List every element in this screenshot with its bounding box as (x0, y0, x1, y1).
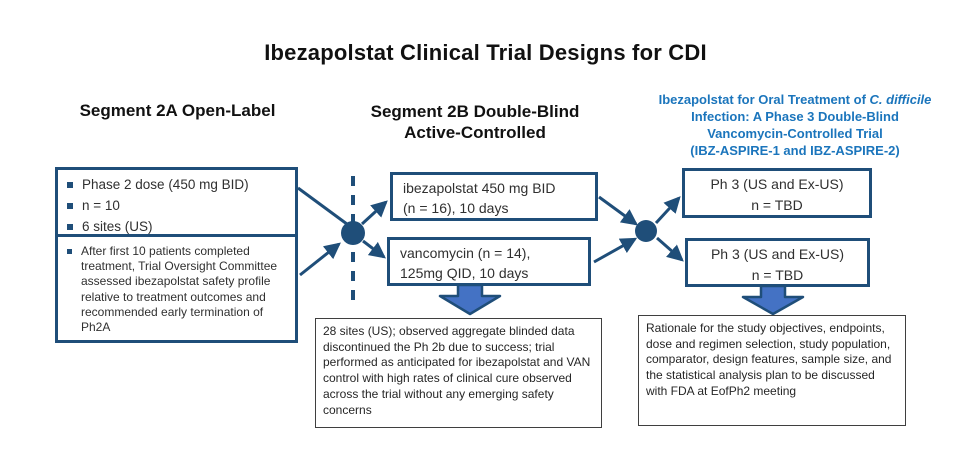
segment-2b-heading-line2: Active-Controlled (404, 123, 546, 143)
phase-3-heading-line1-prefix: Ibezapolstat for Oral Treatment of (658, 92, 870, 107)
phase-3-trial-1-box: Ph 3 (US and Ex-US) n = TBD (682, 168, 872, 218)
bullet-text: After first 10 patients completed treatm… (81, 244, 278, 335)
segment-2a-oversight-box: After first 10 patients completed treatm… (55, 234, 298, 343)
randomization-node-left (341, 221, 365, 245)
bullet-text: Phase 2 dose (450 mg BID) (82, 177, 249, 192)
segment-2b-outcome-note-box: 28 sites (US); observed aggregate blinde… (315, 318, 602, 428)
flow-arrow (654, 196, 681, 225)
bullet-square-icon (67, 202, 73, 209)
block-down-arrow-2b (438, 283, 502, 316)
list-item: Phase 2 dose (450 mg BID) (67, 175, 291, 196)
bullet-text: n = 10 (82, 197, 120, 213)
arm-text-line2: 125mg QID, 10 days (400, 265, 529, 282)
bullet-text: 6 sites (US) (82, 218, 153, 234)
convergence-node-right (635, 220, 657, 242)
flow-arrow (362, 239, 386, 259)
segment-2b-heading-line1: Segment 2B Double-Blind (370, 102, 580, 121)
phase-3-heading-line1-italic: C. difficile (869, 92, 932, 107)
segment-2a-heading: Segment 2A Open-Label (79, 101, 276, 120)
flow-arrow (656, 236, 684, 262)
list-item: n = 10 (67, 196, 291, 217)
block-down-arrow-ph3 (741, 284, 805, 316)
list-item: 6 sites (US) (67, 217, 291, 238)
page-title: Ibezapolstat Clinical Trial Designs for … (264, 40, 707, 65)
phase-3-rationale-note-box: Rationale for the study objectives, endp… (638, 315, 906, 426)
segment-2a-design-box: Phase 2 dose (450 mg BID) n = 10 6 sites… (55, 167, 298, 237)
segment-2a-design-bullets: Phase 2 dose (450 mg BID) n = 10 6 sites… (67, 175, 291, 238)
trial-text-line1: Ph 3 (US and Ex-US) (710, 176, 844, 192)
arm-text-line1: ibezapolstat 450 mg BID (403, 180, 556, 196)
flow-arrow (360, 200, 388, 226)
phase-3-heading-line3: Vancomycin-Controlled Trial (707, 125, 883, 141)
vancomycin-arm-box: vancomycin (n = 14), 125mg QID, 10 days (387, 237, 591, 286)
segment-2b-heading: Segment 2B Double-Blind Active-Controlle… (330, 101, 620, 144)
list-item: After first 10 patients completed treatm… (67, 244, 291, 335)
flow-arrow (299, 242, 341, 277)
trial-text-line2: n = TBD (751, 267, 804, 283)
phase-3-heading-line1: Ibezapolstat for Oral Treatment of C. di… (620, 92, 970, 109)
trial-text-line2: n = TBD (751, 197, 803, 213)
arm-text-line1: vancomycin (n = 14), (400, 245, 531, 261)
bullet-square-icon (67, 223, 73, 230)
arm-text-line2: (n = 16), 10 days (403, 200, 509, 217)
trial-text-line1: Ph 3 (US and Ex-US) (710, 246, 845, 262)
phase-3-heading-line4: (IBZ-ASPIRE-1 and IBZ-ASPIRE-2) (690, 142, 900, 158)
flow-arrow (297, 186, 352, 229)
phase-3-trial-2-box: Ph 3 (US and Ex-US) n = TBD (685, 238, 870, 287)
bullet-square-icon (67, 249, 72, 254)
phase-3-heading: Ibezapolstat for Oral Treatment of C. di… (620, 92, 970, 160)
phase-3-heading-line2: Infection: A Phase 3 Double-Blind (691, 108, 899, 124)
ibezapolstat-arm-box: ibezapolstat 450 mg BID (n = 16), 10 day… (390, 172, 598, 221)
flow-arrow (593, 237, 638, 264)
flow-arrow (598, 195, 638, 226)
bullet-square-icon (67, 182, 73, 188)
